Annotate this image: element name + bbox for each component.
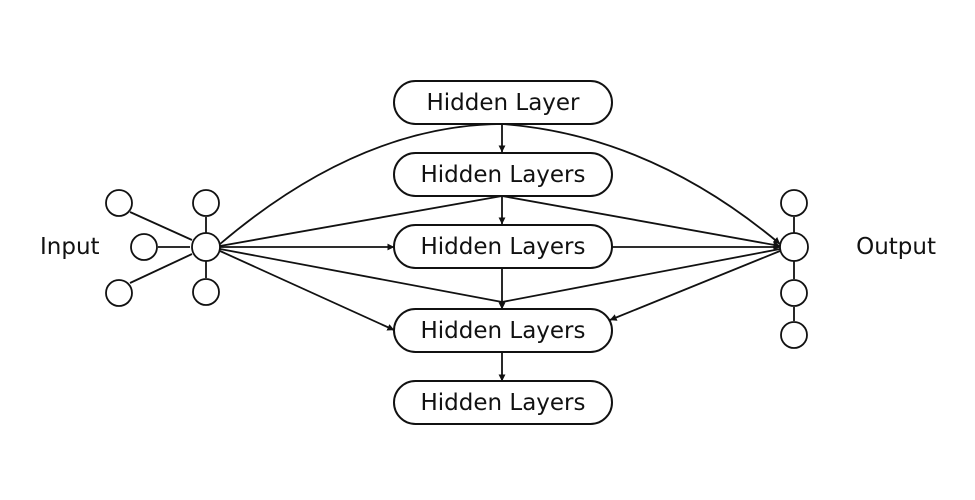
hidden-layer-label: Hidden Layers bbox=[420, 162, 585, 188]
edge-input-to-layer4 bbox=[219, 250, 395, 331]
output-hub-node bbox=[779, 232, 809, 262]
hidden-layer-box bbox=[393, 308, 613, 353]
hidden-layer-5: Hidden Layers bbox=[393, 380, 613, 425]
input-hub-node bbox=[191, 232, 221, 262]
input-node-bottom bbox=[192, 278, 220, 306]
input-cluster-edges bbox=[129, 211, 207, 284]
edge-layer2-to-output bbox=[501, 195, 781, 249]
hidden-layer-label: Hidden Layers bbox=[420, 234, 585, 260]
hidden-layer-label: Hidden Layer bbox=[426, 90, 580, 116]
output-label: Output bbox=[856, 234, 936, 260]
hidden-layer-4: Hidden Layers bbox=[393, 308, 613, 353]
input-node-upper-left bbox=[105, 189, 133, 217]
hidden-layer-box bbox=[393, 152, 613, 197]
hidden-layer-3: Hidden Layers bbox=[393, 224, 613, 269]
edge-input-to-layer1-curve bbox=[219, 123, 503, 245]
input-label: Input bbox=[40, 234, 100, 260]
input-edge-upper-left bbox=[129, 211, 193, 241]
network-connections bbox=[219, 123, 781, 382]
output-node-top bbox=[780, 189, 808, 217]
input-node-top bbox=[192, 189, 220, 217]
hidden-layer-1: Hidden Layer bbox=[393, 80, 613, 125]
hidden-layer-label: Hidden Layers bbox=[420, 390, 585, 416]
output-nodes bbox=[779, 189, 809, 349]
hidden-layer-box bbox=[393, 80, 613, 125]
edge-input-to-layer2 bbox=[219, 195, 503, 247]
hidden-layer-label: Hidden Layers bbox=[420, 318, 585, 344]
input-nodes bbox=[105, 189, 221, 307]
hidden-layer-box bbox=[393, 380, 613, 425]
input-node-middle-left bbox=[130, 233, 158, 261]
output-node-middle bbox=[780, 279, 808, 307]
hidden-layer-box bbox=[393, 224, 613, 269]
edge-output-to-layer4 bbox=[609, 250, 781, 321]
input-node-lower-left bbox=[105, 279, 133, 307]
edge-input-to-layer3-junction bbox=[219, 248, 503, 303]
hidden-layer-2: Hidden Layers bbox=[393, 152, 613, 197]
edge-output-to-layer3-junction bbox=[501, 248, 781, 303]
output-node-bottom bbox=[780, 321, 808, 349]
edge-layer1-to-output-curve bbox=[501, 123, 781, 245]
input-edge-lower-left bbox=[129, 253, 193, 284]
